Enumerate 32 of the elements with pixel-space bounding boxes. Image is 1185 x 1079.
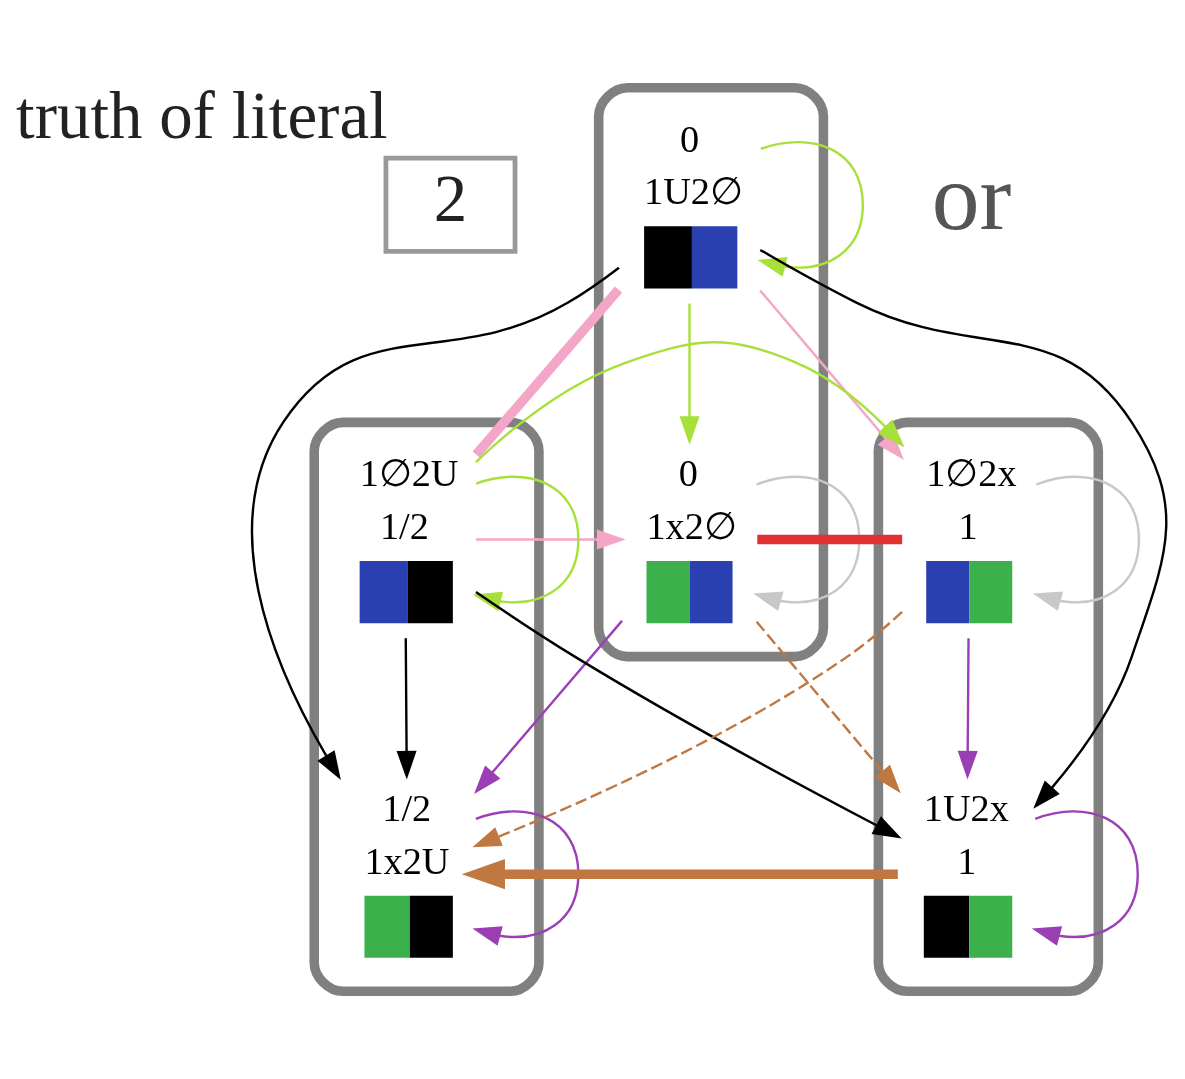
node-box: 2 (383, 155, 518, 254)
arrow (474, 620, 623, 794)
arrow (250, 266, 620, 780)
arrow (753, 475, 861, 611)
node-label: 0 (678, 452, 698, 495)
node-label: 1x2∅ (646, 505, 737, 548)
arrow (1032, 475, 1141, 611)
node-label: 1 (957, 839, 977, 882)
arrow (757, 140, 865, 277)
arrow (1031, 810, 1139, 946)
node-label: 1U2∅ (644, 170, 743, 213)
arrow (461, 859, 898, 890)
node-label: 1U2x (923, 787, 1009, 830)
arrow (957, 638, 978, 780)
node-label: 1/2 (379, 505, 429, 548)
arrow (472, 810, 580, 946)
node-label: 1 (958, 505, 978, 548)
node-label: truth of literal (16, 77, 388, 152)
node-label: 1/2 (382, 787, 432, 830)
arrow (755, 621, 901, 794)
label: or (931, 143, 1012, 250)
connector (757, 534, 903, 545)
node-label: 1∅2x (926, 452, 1017, 495)
arrow (396, 638, 417, 780)
node-label: 1∅2U (359, 452, 459, 495)
connector (472, 286, 623, 458)
cluster (309, 417, 544, 997)
arrow (476, 529, 626, 550)
node-label: 0 (679, 117, 700, 160)
arrow (759, 248, 1168, 809)
arrow (679, 303, 700, 445)
node-label: 1x2U (364, 839, 450, 882)
